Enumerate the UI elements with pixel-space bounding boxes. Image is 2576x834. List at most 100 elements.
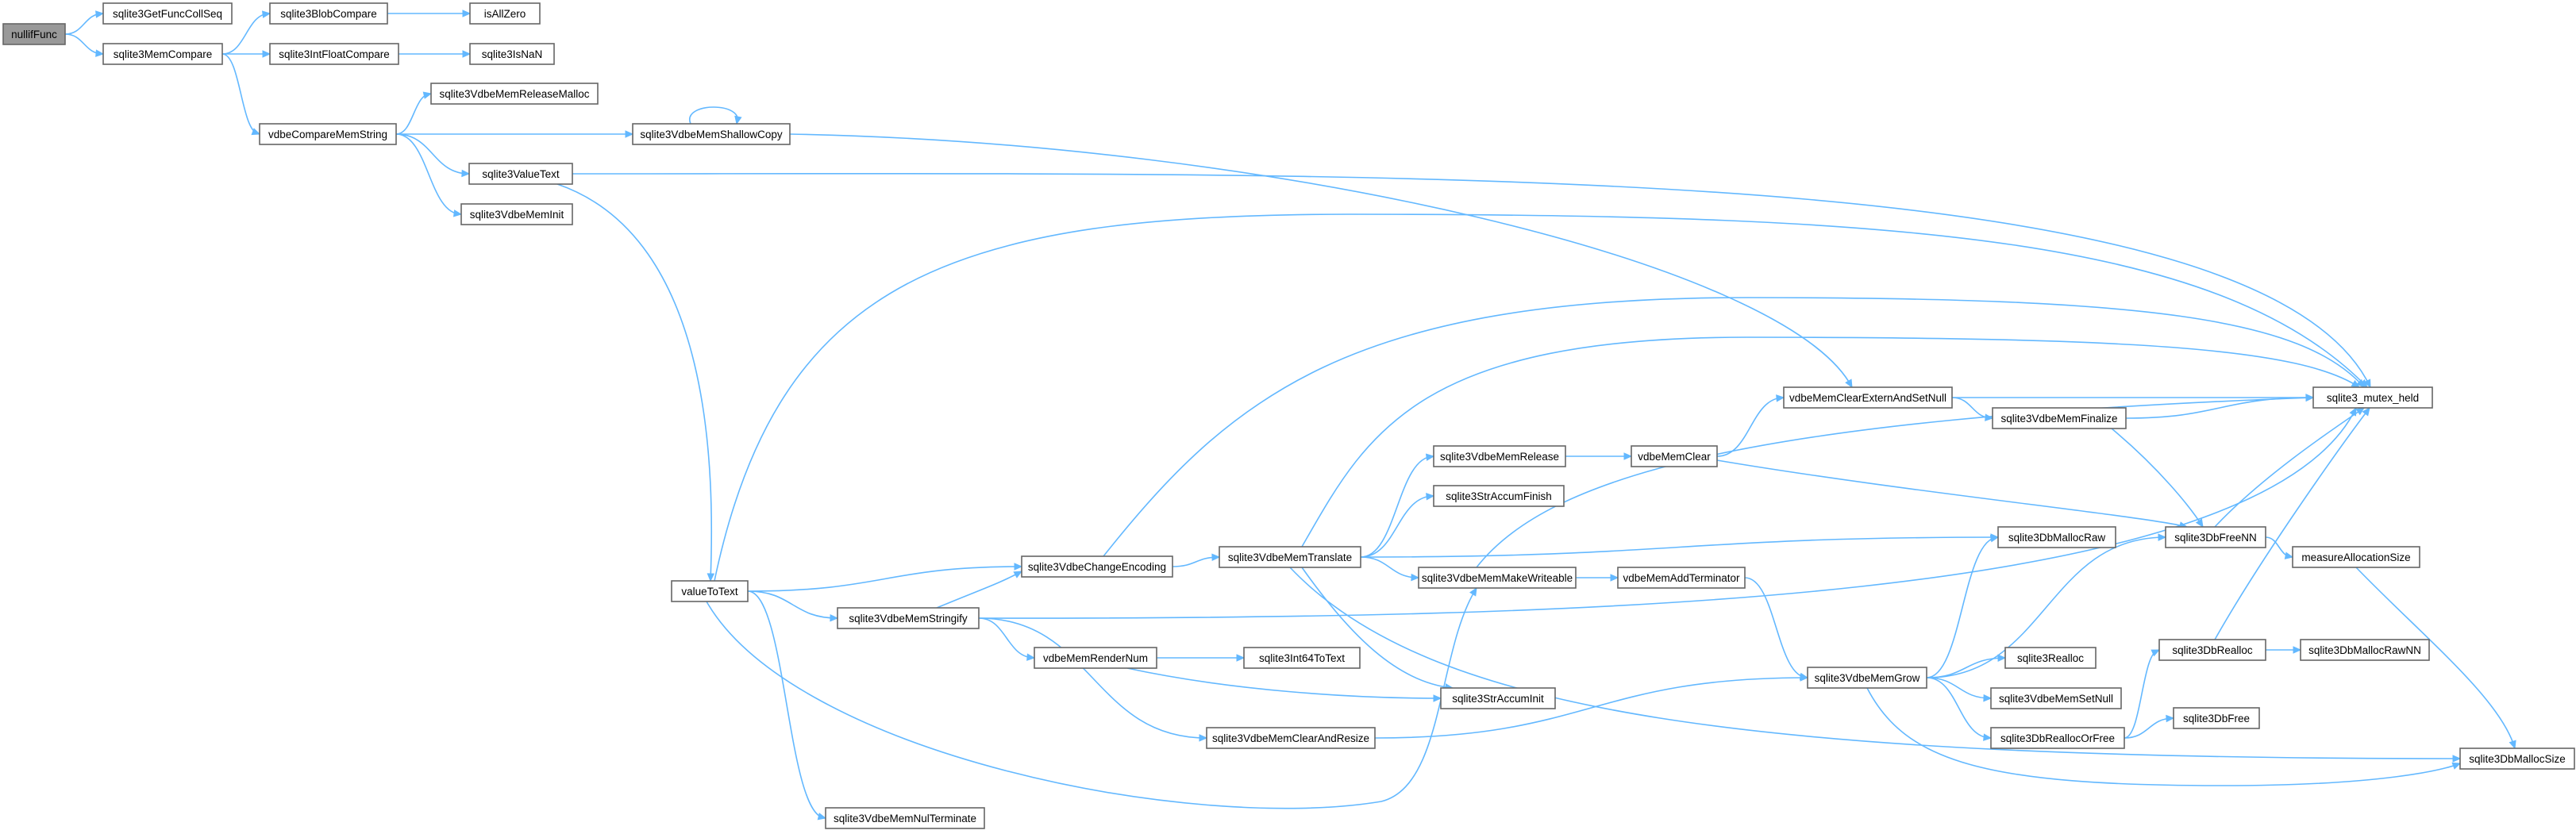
node-sqlite3MemCompare[interactable]: sqlite3MemCompare (102, 43, 223, 65)
node-sqlite3BlobCompare[interactable]: sqlite3BlobCompare (269, 2, 388, 25)
edge-sqlite3VdbeMemFinalize-to-sqlite3DbFreeNN (2111, 428, 2204, 528)
node-box (671, 580, 749, 602)
edge-nullifFunc-to-sqlite3GetFuncCollSeq-arrowhead (95, 10, 105, 18)
edge-sqlite3VdbeMemClearAndResize-to-sqlite3VdbeMemGrow (1374, 677, 1808, 739)
node-label: sqlite3IsNaN (482, 48, 543, 60)
node-sqlite3Realloc[interactable]: sqlite3Realloc (2004, 647, 2097, 669)
edge-sqlite3VdbeMemMakeWriteable-to-vdbeMemAddTerminator-arrowhead (1610, 574, 1619, 582)
node-box (1418, 567, 1577, 589)
node-sqlite3VdbeMemReleaseMalloc[interactable]: sqlite3VdbeMemReleaseMalloc (430, 83, 599, 105)
edge-valueToText-to-sqlite3VdbeMemMakeWriteable-arrowhead (1469, 586, 1477, 597)
edge-sqlite3DbFreeNN-to-sqlite3_mutex_held-arrowhead (2355, 407, 2366, 416)
node-vdbeMemAddTerminator[interactable]: vdbeMemAddTerminator (1617, 567, 1746, 589)
node-box (2165, 526, 2266, 548)
node-label: sqlite3Realloc (2017, 652, 2084, 664)
node-label: sqlite3VdbeMemFinalize (2000, 413, 2117, 425)
node-sqlite3DbMallocRaw[interactable]: sqlite3DbMallocRaw (1997, 526, 2116, 548)
node-box (1990, 687, 2122, 709)
node-sqlite3DbMallocSize[interactable]: sqlite3DbMallocSize (2459, 748, 2575, 770)
node-label: sqlite3VdbeChangeEncoding (1028, 561, 1166, 573)
edge-sqlite3VdbeMemTranslate-to-sqlite3VdbeMemRelease (1360, 455, 1434, 558)
node-sqlite3_mutex_held[interactable]: sqlite3_mutex_held (2312, 386, 2433, 409)
node-box (2173, 707, 2260, 729)
node-label: sqlite3GetFuncCollSeq (113, 8, 222, 20)
edge-valueToText-to-sqlite3VdbeMemNulTerminate (747, 590, 826, 819)
node-sqlite3IsNaN[interactable]: sqlite3IsNaN (469, 43, 555, 65)
node-label: measureAllocationSize (2301, 552, 2410, 563)
node-vdbeCompareMemString[interactable]: vdbeCompareMemString (259, 123, 397, 145)
node-sqlite3IntFloatCompare[interactable]: sqlite3IntFloatCompare (269, 43, 399, 65)
node-box (2300, 639, 2430, 661)
edge-sqlite3VdbeMemGrow-to-sqlite3DbMallocSize (1866, 687, 2461, 786)
edge-sqlite3VdbeMemTranslate-to-sqlite3VdbeMemRelease-arrowhead (1425, 453, 1435, 461)
node-sqlite3Int64ToText[interactable]: sqlite3Int64ToText (1243, 647, 1361, 669)
node-box (1440, 687, 1556, 709)
node-box (1783, 386, 1953, 409)
edge-sqlite3VdbeMemTranslate-to-sqlite3StrAccumFinish (1360, 495, 1434, 558)
node-sqlite3VdbeMemStringify[interactable]: sqlite3VdbeMemStringify (837, 607, 980, 629)
node-measureAllocationSize[interactable]: measureAllocationSize (2292, 546, 2420, 568)
node-sqlite3GetFuncCollSeq[interactable]: sqlite3GetFuncCollSeq (102, 2, 233, 25)
node-box (2004, 647, 2097, 669)
node-label: nullifFunc (11, 29, 57, 40)
node-sqlite3DbFree[interactable]: sqlite3DbFree (2173, 707, 2260, 729)
node-label: sqlite3DbFreeNN (2174, 532, 2257, 544)
node-sqlite3VdbeMemFinalize[interactable]: sqlite3VdbeMemFinalize (1992, 407, 2127, 429)
node-label: sqlite3VdbeMemClearAndResize (1212, 732, 1369, 744)
node-sqlite3StrAccumFinish[interactable]: sqlite3StrAccumFinish (1433, 485, 1565, 507)
node-box (1631, 445, 1718, 467)
node-sqlite3VdbeMemInit[interactable]: sqlite3VdbeMemInit (460, 203, 573, 225)
edge-vdbeMemRenderNum-to-sqlite3StrAccumInit (1126, 667, 1442, 699)
node-sqlite3ValueText[interactable]: sqlite3ValueText (468, 163, 573, 185)
node-box (1997, 526, 2116, 548)
node-label: vdbeCompareMemString (268, 129, 387, 140)
node-sqlite3VdbeMemSetNull[interactable]: sqlite3VdbeMemSetNull (1990, 687, 2122, 709)
edge-vdbeCompareMemString-to-sqlite3VdbeMemReleaseMalloc-arrowhead (422, 91, 433, 99)
node-vdbeMemClear[interactable]: vdbeMemClear (1631, 445, 1718, 467)
node-label: sqlite3VdbeMemMakeWriteable (1422, 572, 1573, 584)
node-box (1219, 546, 1361, 568)
edge-sqlite3MemCompare-to-vdbeCompareMemString (221, 53, 260, 135)
node-box (1433, 485, 1565, 507)
node-label: sqlite3DbMallocRaw (2008, 532, 2106, 544)
edge-valueToText-to-sqlite3VdbeMemStringify-arrowhead (830, 614, 839, 622)
edge-sqlite3ValueText-to-valueToText (556, 183, 713, 582)
edge-sqlite3VdbeMemTranslate-to-sqlite3VdbeMemMakeWriteable (1360, 556, 1419, 578)
node-sqlite3VdbeMemClearAndResize[interactable]: sqlite3VdbeMemClearAndResize (1206, 727, 1376, 749)
node-sqlite3VdbeMemRelease[interactable]: sqlite3VdbeMemRelease (1433, 445, 1566, 467)
node-box (837, 607, 980, 629)
node-label: sqlite3VdbeMemTranslate (1228, 552, 1352, 563)
node-vdbeMemRenderNum[interactable]: vdbeMemRenderNum (1034, 647, 1157, 669)
node-sqlite3VdbeMemMakeWriteable[interactable]: sqlite3VdbeMemMakeWriteable (1418, 567, 1577, 589)
edge-sqlite3VdbeMemStringify-to-vdbeMemRenderNum (978, 617, 1035, 659)
node-label: vdbeMemClearExternAndSetNull (1789, 392, 1946, 404)
edge-sqlite3ValueText-to-sqlite3_mutex_held (572, 172, 2371, 388)
node-sqlite3DbReallocOrFree[interactable]: sqlite3DbReallocOrFree (1990, 727, 2125, 749)
node-isAllZero[interactable]: isAllZero (469, 2, 541, 25)
node-box (468, 163, 573, 185)
node-label: sqlite3DbMallocSize (2469, 753, 2566, 765)
node-sqlite3VdbeMemShallowCopy[interactable]: sqlite3VdbeMemShallowCopy (632, 123, 791, 145)
node-sqlite3VdbeChangeEncoding[interactable]: sqlite3VdbeChangeEncoding (1021, 555, 1173, 578)
node-sqlite3VdbeMemTranslate[interactable]: sqlite3VdbeMemTranslate (1219, 546, 1361, 568)
edge-vdbeMemRenderNum-to-sqlite3Int64ToText-arrowhead (1236, 654, 1246, 662)
edge-vdbeMemClearExternAndSetNull-to-sqlite3VdbeMemFinalize-arrowhead (1985, 413, 1994, 421)
node-valueToText[interactable]: valueToText (671, 580, 749, 602)
node-label: sqlite3DbReallocOrFree (2000, 732, 2115, 744)
edge-sqlite3VdbeMemGrow-to-sqlite3Realloc-arrowhead (1997, 654, 2007, 662)
node-nullifFunc[interactable]: nullifFunc (2, 23, 66, 45)
node-sqlite3DbMallocRawNN[interactable]: sqlite3DbMallocRawNN (2300, 639, 2430, 661)
node-sqlite3VdbeMemNulTerminate[interactable]: sqlite3VdbeMemNulTerminate (825, 807, 985, 829)
edge-vdbeMemClear-to-vdbeMemClearExternAndSetNull (1716, 397, 1785, 457)
edge-sqlite3VdbeMemGrow-to-sqlite3DbReallocOrFree-arrowhead (1983, 733, 1993, 741)
edge-vdbeCompareMemString-to-sqlite3VdbeMemReleaseMalloc (395, 93, 432, 135)
node-vdbeMemClearExternAndSetNull[interactable]: vdbeMemClearExternAndSetNull (1783, 386, 1953, 409)
edge-sqlite3VdbeMemStringify-to-sqlite3_mutex_held (978, 407, 2357, 619)
node-sqlite3DbFreeNN[interactable]: sqlite3DbFreeNN (2165, 526, 2266, 548)
node-sqlite3StrAccumInit[interactable]: sqlite3StrAccumInit (1440, 687, 1556, 709)
edge-sqlite3VdbeMemGrow-to-sqlite3DbMallocSize-arrowhead (2451, 762, 2462, 770)
node-sqlite3DbRealloc[interactable]: sqlite3DbRealloc (2158, 639, 2266, 661)
node-box (2312, 386, 2433, 409)
node-sqlite3VdbeMemGrow[interactable]: sqlite3VdbeMemGrow (1807, 667, 1927, 689)
